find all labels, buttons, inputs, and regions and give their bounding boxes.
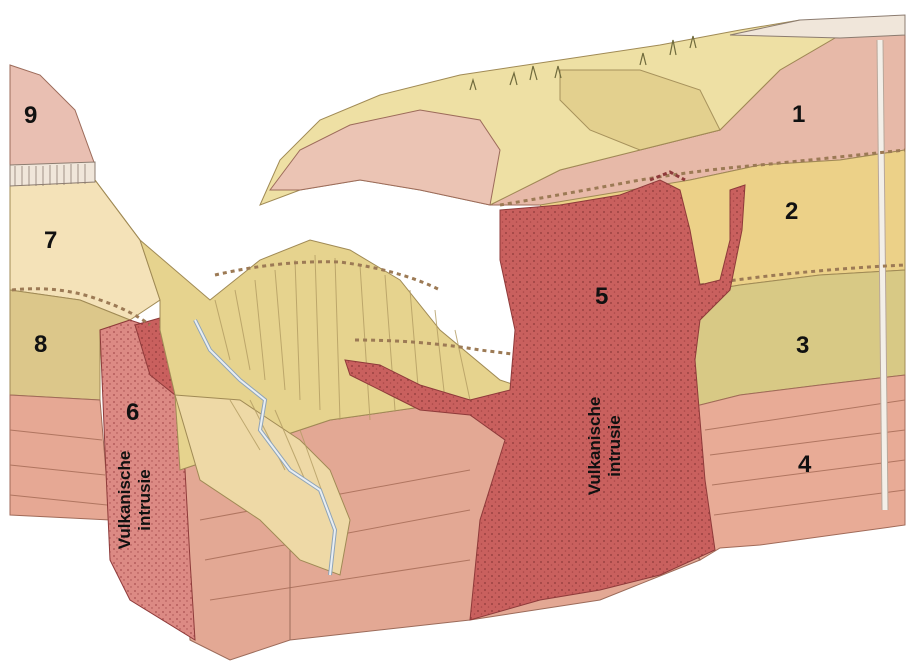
layer-label-5: 5 xyxy=(595,285,608,309)
layer-label-3: 3 xyxy=(796,334,809,358)
intrusion-label-left-line1: Vulkanische xyxy=(115,445,135,555)
layer-label-8: 8 xyxy=(34,333,47,357)
layer-label-2: 2 xyxy=(785,200,798,224)
layer-label-9: 9 xyxy=(24,104,37,128)
intrusion-label-right-line2: intrusie xyxy=(605,391,625,501)
layer-label-7: 7 xyxy=(44,229,57,253)
intrusion-label-left-line2: intrusie xyxy=(135,445,155,555)
layer-label-6: 6 xyxy=(126,401,139,425)
intrusion-label-left: Vulkanische intrusie xyxy=(115,445,159,555)
layer-label-1: 1 xyxy=(792,103,805,127)
intrusion-label-right: Vulkanische intrusie xyxy=(585,391,629,501)
intrusion-label-right-line1: Vulkanische xyxy=(585,391,605,501)
layer-label-4: 4 xyxy=(798,453,811,477)
